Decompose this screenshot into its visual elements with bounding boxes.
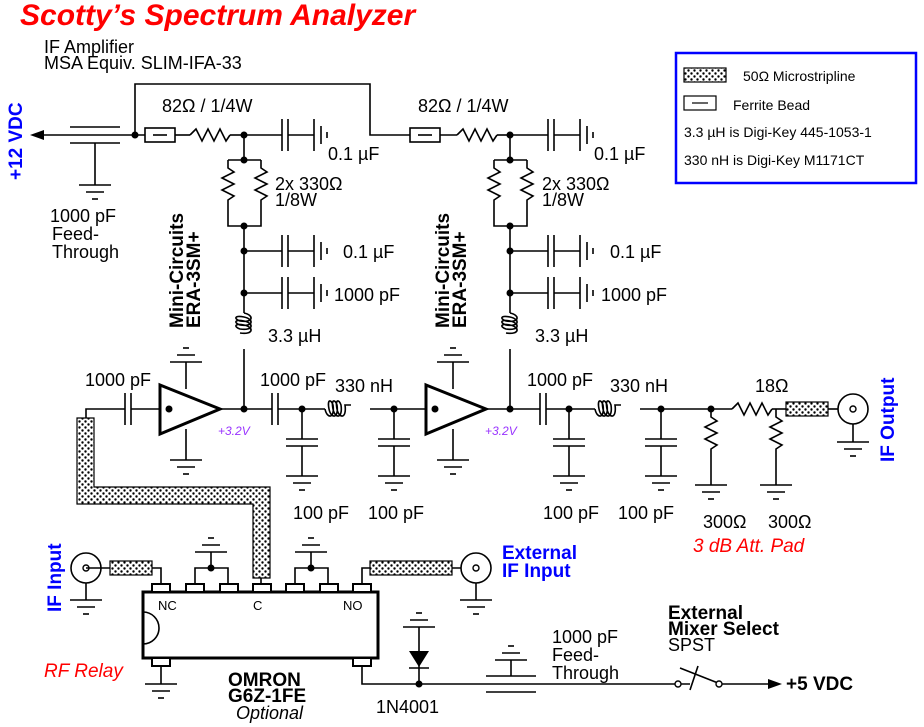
stage1-bypass-top-label: 0.1 µF	[328, 144, 379, 164]
stage1-bias-resistor-label: 82Ω / 1/4W	[162, 96, 253, 116]
stage2-bypass-top-label: 0.1 µF	[594, 144, 645, 164]
stage2-bias: 82Ω / 1/4W 0.1 µF 2x 330Ω 1/8W 0.1 µF 10…	[409, 96, 667, 409]
feedthrough-12v-line2: Feed-	[52, 224, 99, 244]
stage2-parallel-res-label: 2x 330Ω	[542, 174, 610, 194]
if-input-label: IF Input	[45, 543, 66, 612]
attenuator-shunt-1-label: 300Ω	[703, 512, 747, 532]
external-if-input-label-2: IF Input	[502, 561, 571, 582]
subtitle-line-2: MSA Equiv. SLIM-IFA-33	[44, 53, 242, 73]
stage2-filter: 1000 pF 330 nH 100 pF 100 pF	[527, 370, 732, 523]
legend-note-1: 3.3 µH is Digi-Key 445-1053-1	[684, 124, 872, 140]
relay-part-1: OMRON	[228, 670, 301, 691]
stage1-amp-label-2: ERA-3SM+	[184, 231, 205, 328]
attenuator-pad: 18Ω 300Ω 300Ω 3 dB Att. Pad	[693, 376, 812, 557]
relay-pin-c: C	[253, 598, 262, 613]
relay-part-2: G6Z-1FE	[228, 686, 306, 707]
stage2-shunt-cap-2: 100 pF	[618, 503, 674, 523]
relay-pin-nc: NC	[158, 598, 177, 613]
stage1-bypass-1-label: 0.1 µF	[343, 242, 394, 262]
external-if-input-connector: External IF Input	[361, 543, 577, 615]
input-microstrip	[76, 417, 271, 579]
rf-relay: NC C NO RF Relay OMRON G6Z-1FE Optional	[44, 537, 690, 723]
stage1-bypass-2-label: 1000 pF	[334, 285, 400, 305]
stage1-shunt-cap-2: 100 pF	[368, 503, 424, 523]
stage1-bias: 82Ω / 1/4W 0.1 µF 2x 330Ω 1/8W 0.1 µF 10…	[134, 83, 410, 409]
stage1-inductor-label: 330 nH	[335, 376, 393, 396]
stage2-output-cap-label: 1000 pF	[527, 370, 593, 390]
relay-label: RF Relay	[44, 661, 124, 682]
switch-type: SPST	[668, 635, 715, 655]
stage1-output-cap-label: 1000 pF	[260, 370, 326, 390]
stage1-input-cap-label: 1000 pF	[85, 370, 151, 390]
if-output-connector: IF Output	[785, 377, 899, 462]
attenuator-label: 3 dB Att. Pad	[693, 536, 806, 557]
stage2-bypass-2-label: 1000 pF	[601, 285, 667, 305]
stage2-shunt-cap-1: 100 pF	[543, 503, 599, 523]
stage2-choke-label: 3.3 µH	[535, 326, 588, 346]
stage2-amp-label-1: Mini-Circuits	[433, 213, 454, 328]
stage1-filter: 1000 pF 330 nH 100 pF 100 pF	[260, 370, 426, 523]
stage1-voltage: +3.2V	[218, 424, 251, 438]
stage2-amp-label-2: ERA-3SM+	[450, 231, 471, 328]
arrow-icon	[30, 130, 44, 140]
stage2-inductor-label: 330 nH	[610, 376, 668, 396]
stage1-amplifier: Mini-Circuits ERA-3SM+ +3.2V 1000 pF	[85, 213, 272, 475]
relay-pin-no: NO	[343, 598, 363, 613]
feedthrough-5v-value: 1000 pF	[552, 627, 618, 647]
stage2-bias-resistor-label: 82Ω / 1/4W	[418, 96, 509, 116]
attenuator-shunt-2-label: 300Ω	[768, 512, 812, 532]
switch-label-1: External	[668, 603, 743, 624]
attenuator-series-label: 18Ω	[755, 376, 788, 396]
legend-microstrip: 50Ω Microstripline	[743, 68, 856, 84]
diode: 1N4001	[376, 612, 439, 717]
stage2-amplifier: Mini-Circuits ERA-3SM+ +3.2V	[424, 213, 540, 475]
switch-label-2: Mixer Select	[668, 619, 780, 640]
legend-ferrite: Ferrite Bead	[733, 97, 810, 113]
legend-box: 50Ω Microstripline Ferrite Bead 3.3 µH i…	[674, 51, 918, 185]
microstrip-icon	[109, 560, 153, 576]
relay-note: Optional	[236, 703, 304, 723]
subtitle-line-1: IF Amplifier	[44, 37, 134, 57]
feedthrough-12v-line3: Through	[52, 242, 119, 262]
stage1-parallel-res-label: 2x 330Ω	[275, 174, 343, 194]
feedthrough-5v-line2: Feed-	[552, 645, 599, 665]
external-if-input-label-1: External	[502, 543, 577, 564]
legend-note-2: 330 nH is Digi-Key M1171CT	[684, 152, 865, 168]
stage1-parallel-res-power: 1/8W	[275, 190, 317, 210]
microstrip-legend-icon	[683, 67, 727, 83]
stage1-choke-label: 3.3 µH	[268, 326, 321, 346]
supply-12v-label: +12 VDC	[6, 102, 27, 180]
ferrite-legend-icon	[683, 95, 717, 111]
supply-5v-label: +5 VDC	[786, 674, 853, 695]
feedthrough-5v-line3: Through	[552, 663, 619, 683]
stage1-amp-label-1: Mini-Circuits	[167, 213, 188, 328]
mixer-select-switch: External Mixer Select SPST +5 VDC	[668, 603, 853, 695]
diagram-title: Scotty’s Spectrum Analyzer	[20, 0, 417, 32]
arrow-icon	[768, 679, 782, 689]
stage2-bypass-1-label: 0.1 µF	[610, 242, 661, 262]
stage2-voltage: +3.2V	[485, 424, 518, 438]
if-input-connector: IF Input	[45, 543, 162, 615]
if-output-label: IF Output	[878, 377, 899, 462]
diode-label: 1N4001	[376, 697, 439, 717]
feedthrough-5v: 1000 pF Feed- Through	[486, 627, 619, 693]
microstrip-icon	[785, 401, 829, 417]
supply-12v: +12 VDC 1000 pF Feed- Through	[6, 102, 145, 262]
microstrip-icon	[369, 560, 453, 576]
stage2-parallel-res-power: 1/8W	[542, 190, 584, 210]
feedthrough-12v-value: 1000 pF	[50, 206, 116, 226]
stage1-shunt-cap-1: 100 pF	[293, 503, 349, 523]
